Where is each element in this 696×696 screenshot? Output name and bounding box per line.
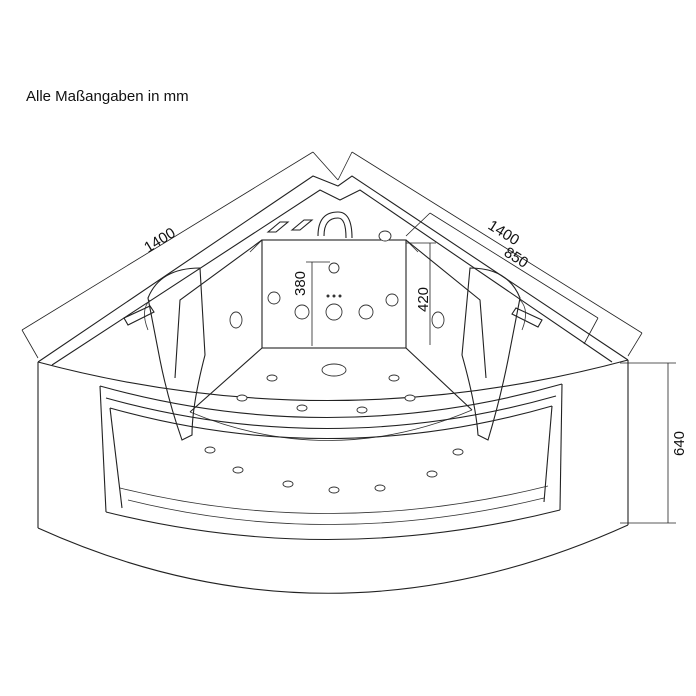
panel-light-icon — [328, 262, 340, 274]
dim-label-height: 640 — [671, 431, 688, 456]
panel-jets — [267, 262, 399, 321]
tub-front-skirt — [37, 360, 629, 594]
faucet-group — [266, 211, 392, 242]
basin-walls — [174, 239, 487, 441]
jet-icon — [385, 293, 399, 307]
jet-icon — [294, 304, 310, 320]
pop-up-button — [378, 230, 392, 242]
jet-icon — [358, 304, 374, 320]
dimension-panel-380: 380 — [292, 261, 330, 346]
dimension-right-1400: 1400 — [337, 151, 643, 357]
floor-jets — [204, 374, 464, 494]
side-jets — [229, 311, 445, 329]
grab-handle-right — [511, 307, 543, 328]
dimension-height-640: 640 — [620, 362, 688, 524]
jet-icon — [325, 303, 343, 321]
drain-icon — [321, 363, 347, 377]
dimension-panel-420: 420 — [406, 242, 436, 345]
dim-label-left: 1400 — [141, 224, 178, 256]
units-caption: Alle Maßangaben in mm — [26, 88, 189, 105]
glass-front-panel — [99, 383, 563, 541]
dim-label-panel-width: 420 — [415, 287, 432, 312]
dim-label-right: 1400 — [485, 217, 522, 249]
dim-label-panel-height: 380 — [292, 271, 309, 296]
jet-icon — [229, 311, 243, 329]
grab-handle-left — [123, 305, 155, 326]
jet-icon — [267, 291, 281, 305]
tub-rim — [37, 175, 629, 402]
jet-icon — [431, 311, 445, 329]
headrest-left — [144, 267, 206, 441]
dimension-left-1400: 1400 — [21, 151, 339, 359]
